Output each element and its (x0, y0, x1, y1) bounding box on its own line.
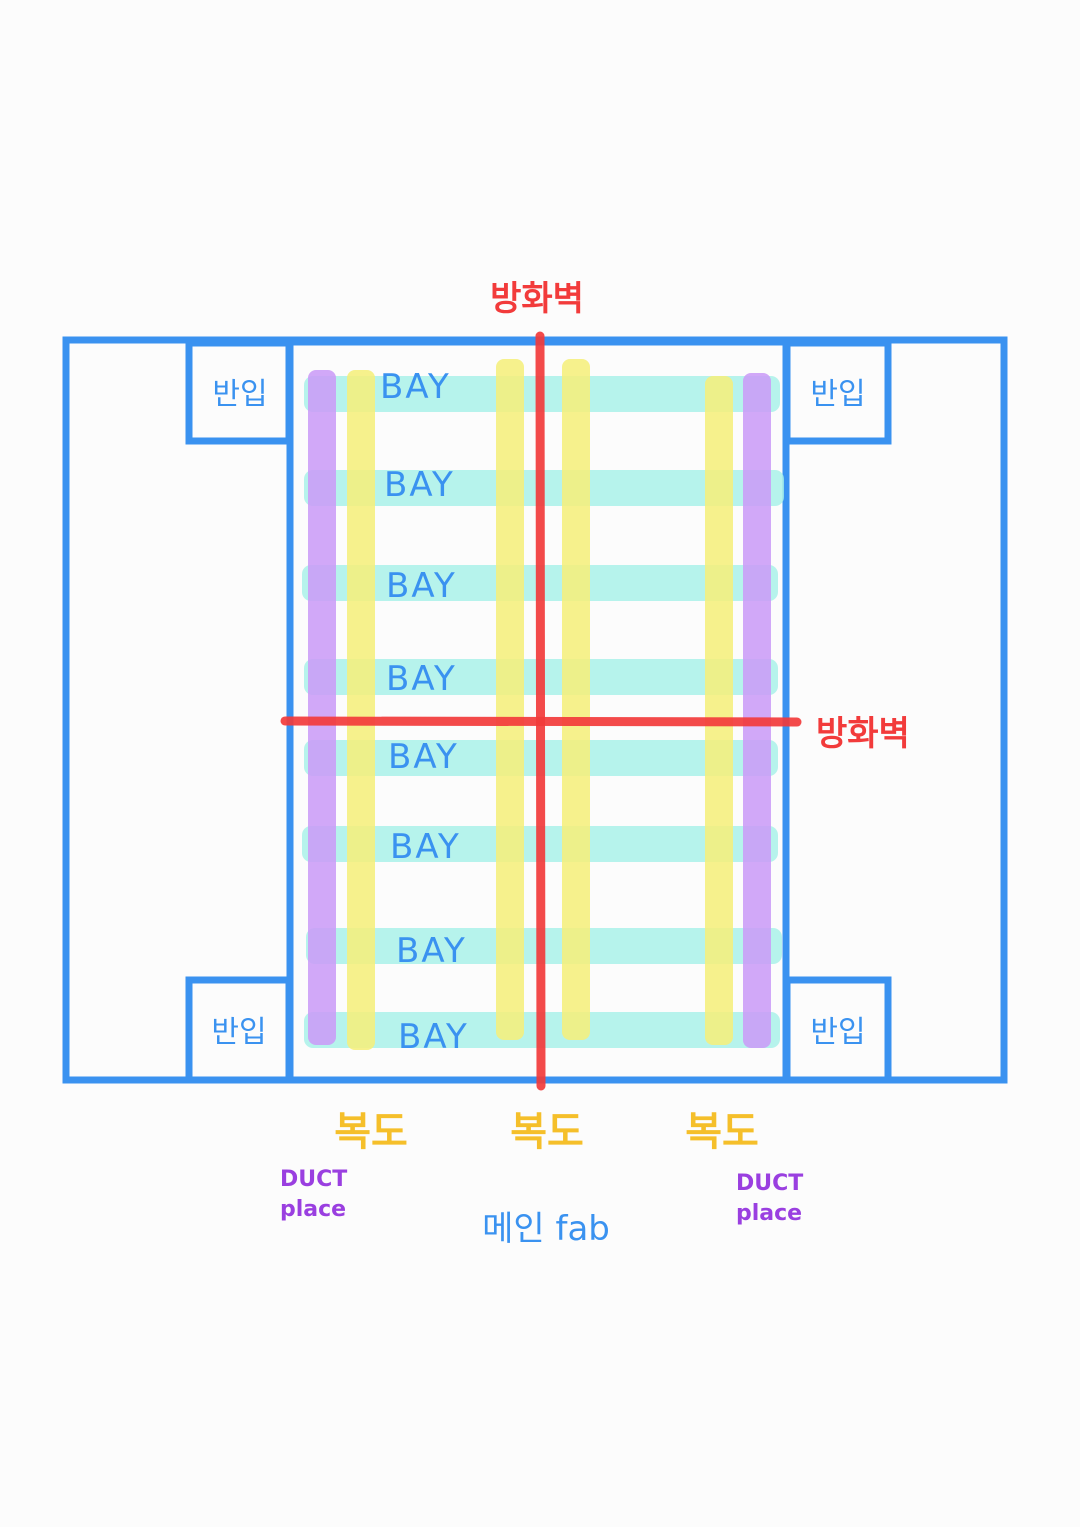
duct-left-label-line2: place (280, 1197, 346, 1222)
room-top-left-label: 반입 (212, 377, 267, 412)
room-top-right (783, 339, 892, 445)
corridors (347, 359, 733, 1050)
bay-label: BAY (388, 737, 459, 777)
duct-place-left (308, 370, 336, 1045)
bay-label: BAY (386, 659, 457, 699)
main-fab-label: 메인 fab (482, 1209, 610, 1249)
fire-wall-top-label: 방화벽 (490, 279, 584, 319)
duct-place-right (743, 373, 771, 1048)
bay-label: BAY (390, 827, 461, 867)
corridor-right (705, 376, 733, 1045)
fire-wall-right-label: 방화벽 (816, 714, 910, 754)
room-bottom-right-label: 반입 (810, 1015, 865, 1050)
duct-left-label-line1: DUCT (280, 1167, 347, 1192)
fire-wall-horizontal (280, 716, 802, 727)
duct-right-label-line2: place (736, 1201, 802, 1226)
duct-places (308, 370, 771, 1048)
bay-labels: BAY BAY BAY BAY BAY BAY BAY BAY (380, 367, 469, 1057)
corridor-mid-right (562, 359, 590, 1040)
bay-label: BAY (384, 465, 455, 505)
corridor-label-middle: 복도 (510, 1109, 584, 1155)
bay-label: BAY (396, 931, 467, 971)
corridor-mid-left (496, 359, 524, 1040)
building-outline (62, 336, 1008, 1084)
room-bottom-right (783, 976, 892, 1084)
fire-wall-vertical (535, 331, 546, 1091)
bay-label: BAY (386, 566, 457, 606)
room-top-left (185, 339, 293, 445)
room-bottom-left (185, 976, 293, 1084)
corridor-left (347, 370, 375, 1050)
bay-label: BAY (380, 367, 451, 407)
corridor-label-left: 복도 (334, 1109, 408, 1155)
room-bottom-left-label: 반입 (211, 1015, 266, 1050)
room-top-right-label: 반입 (810, 377, 865, 412)
bay-label: BAY (398, 1017, 469, 1057)
duct-right-label-line1: DUCT (736, 1171, 803, 1196)
corridor-label-right: 복도 (685, 1109, 759, 1155)
